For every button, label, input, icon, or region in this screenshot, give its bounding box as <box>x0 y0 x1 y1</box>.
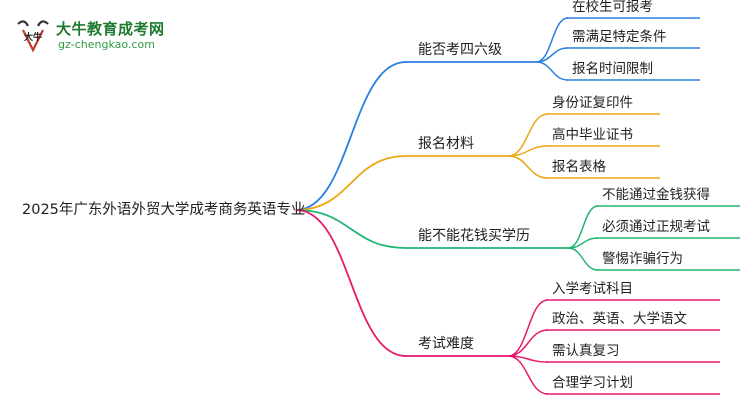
leaf-node-label[interactable]: 在校生可报考 <box>572 0 653 15</box>
leaf-node-label[interactable]: 必须通过正规考试 <box>602 219 710 235</box>
mindmap-links <box>295 17 740 395</box>
mindmap-nodes: 2025年广东外语外贸大学成考商务英语专业 能否考四六级 在校生可报考需满足特定条件… <box>22 0 710 391</box>
root-node-label[interactable]: 2025年广东外语外贸大学成考商务英语专业 <box>22 200 305 218</box>
branch-to-leaf-link <box>535 17 569 63</box>
branch-to-leaf-link <box>507 113 549 157</box>
branch-to-leaf-link <box>567 247 599 271</box>
logo-mark-text: 大牛 <box>24 31 42 43</box>
branch-to-leaf-link <box>507 355 549 395</box>
branch-node-label[interactable]: 考试难度 <box>418 336 474 352</box>
root-to-branch-link <box>295 209 407 249</box>
logo-url: gz-chengkao.com <box>58 38 155 51</box>
logo-title: 大牛教育成考网 <box>56 20 165 38</box>
branch-node-label[interactable]: 能否考四六级 <box>418 42 502 58</box>
leaf-node-label[interactable]: 身份证复印件 <box>552 94 633 111</box>
leaf-node-label[interactable]: 报名时间限制 <box>572 61 653 77</box>
branch-to-leaf-link <box>507 299 549 357</box>
branch-to-leaf-link <box>507 155 549 179</box>
ox-head-logo-icon: 大牛 <box>14 16 52 54</box>
leaf-node-label[interactable]: 政治、英语、大学语文 <box>552 310 687 327</box>
leaf-node-label[interactable]: 需认真复习 <box>552 342 620 359</box>
branch-node-label[interactable]: 报名材料 <box>418 136 474 152</box>
leaf-node-label[interactable]: 报名表格 <box>552 159 606 175</box>
site-logo[interactable]: 大牛 大牛教育成考网 gz-chengkao.com <box>14 16 164 56</box>
root-to-branch-link <box>295 61 407 211</box>
leaf-node-label[interactable]: 入学考试科目 <box>552 281 633 297</box>
leaf-node-label[interactable]: 合理学习计划 <box>552 375 633 391</box>
root-to-branch-link <box>295 209 407 357</box>
root-to-branch-link <box>295 155 407 211</box>
branch-to-leaf-link <box>567 205 599 249</box>
leaf-node-label[interactable]: 高中毕业证书 <box>552 126 633 143</box>
leaf-node-label[interactable]: 警惕诈骗行为 <box>602 251 683 267</box>
branch-to-leaf-link <box>535 61 569 81</box>
leaf-node-label[interactable]: 需满足特定条件 <box>572 28 667 45</box>
branch-node-label[interactable]: 能不能花钱买学历 <box>418 228 530 244</box>
branch-to-leaf-link <box>507 329 549 357</box>
leaf-node-label[interactable]: 不能通过金钱获得 <box>602 186 710 203</box>
